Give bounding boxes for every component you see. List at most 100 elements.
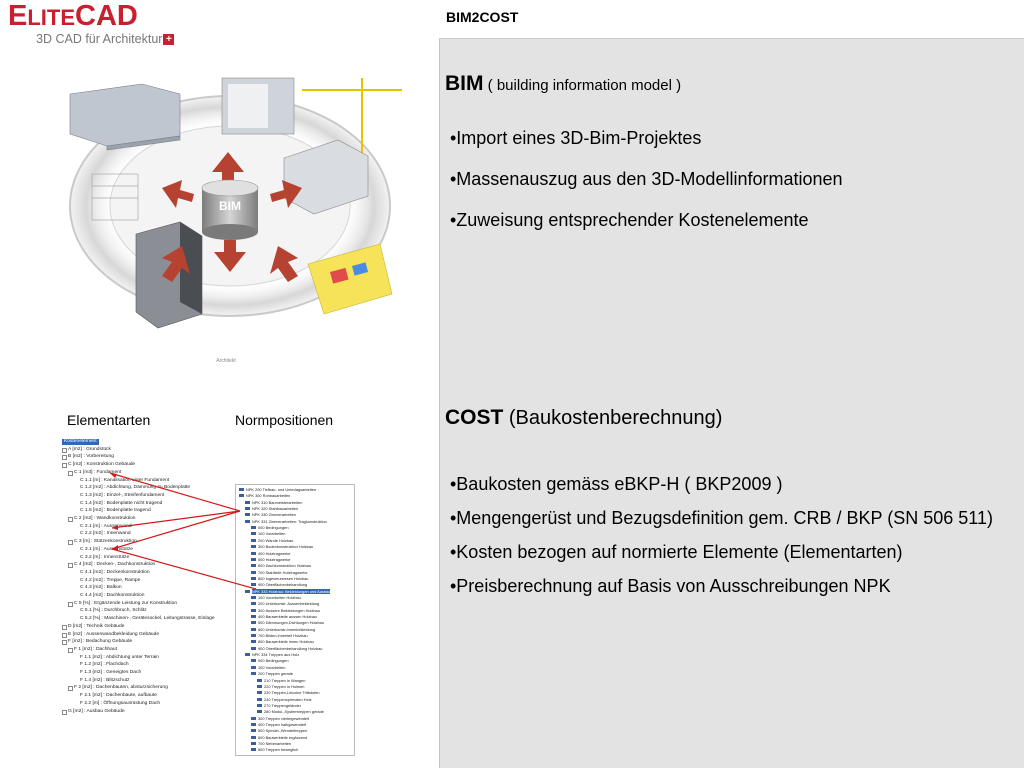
normposition-item[interactable]: NPK 333 Holzbau: Bekleidungen und Ausbau	[252, 588, 331, 594]
normposition-item[interactable]: 400 Treppen halbgewendelt	[258, 721, 307, 727]
normposition-item[interactable]: 100 Vorarbeiten	[258, 664, 286, 670]
tree-expander-icon[interactable]	[68, 647, 73, 653]
elementart-item[interactable]: C 4 [m2] : Decken-, Dachkonstruktion	[74, 562, 156, 568]
elementart-item[interactable]: C 4.4 [m2] : Dachkonstruktion	[80, 593, 145, 598]
elementart-item[interactable]: F 2 [m2] : Dachenbauten, absturzsicherun…	[74, 685, 168, 691]
normposition-item[interactable]: 500 Holztragwerke	[258, 556, 291, 562]
tree-expander-icon[interactable]	[62, 709, 67, 715]
elementart-item[interactable]: C 2.2 [m2] : Innenwand	[80, 531, 131, 537]
normposition-item[interactable]: 230 Treppen,Leicolne Trittstufen	[264, 690, 320, 696]
folder-icon	[251, 729, 256, 733]
normposition-item[interactable]: NPK 334 Treppen aus Holz	[252, 652, 300, 658]
elementart-item[interactable]: C 5.2 [%] : Maschinen-, Gerätesockel, Le…	[80, 616, 215, 622]
elementart-item[interactable]: C 5 [%] : Ergänzende Leistung zur Konstr…	[74, 600, 178, 606]
elementart-item[interactable]: F 2.1 [m2] : Dachenbaute, aufbaute	[80, 693, 157, 699]
normposition-item[interactable]: 220 Treppen in Holmen	[264, 683, 305, 689]
normposition-item[interactable]: 600 Unterkonstr.Innenbekleidung	[258, 626, 316, 632]
elementart-item[interactable]: C 2.1 [m] : Aussenwand	[80, 523, 132, 529]
elementart-item[interactable]: F [m2] : Bedachung Gebäude	[68, 639, 133, 645]
elementart-item[interactable]: F 1.2 [m2] : Flachdach	[80, 662, 129, 668]
elementart-item[interactable]: B [m2] : Vorbereitung	[68, 454, 114, 460]
elementart-item[interactable]: C 3.1 [m] : Aussenstütze	[80, 546, 134, 552]
office-building	[69, 83, 181, 151]
normposition-item[interactable]: NPK 310 Baumeisterarbeiten	[252, 499, 303, 505]
normposition-item[interactable]: 300 Äussere Bekleidungen Holzbau	[258, 607, 320, 613]
tree-expander-icon[interactable]	[62, 640, 67, 646]
normposition-item[interactable]: NPK 331 Zimmerarbeiten: Tragkonstruktion	[252, 518, 327, 524]
elementart-item[interactable]: C 4.2 [m2] : Treppe, Rampe	[80, 577, 141, 583]
elementart-item[interactable]: F 1.3 [m2] : Geneigtes Dach	[80, 670, 142, 675]
elementart-item[interactable]: E [m2] : Aussenwandbekleidung Gebäude	[68, 631, 160, 637]
normposition-item[interactable]: 100 Vorarbeiten	[258, 531, 286, 537]
normposition-item[interactable]: 800 Treppen beweglich	[258, 747, 299, 753]
elementart-item[interactable]: F 2.2 [m] : Öffnungsausrüstung Dach	[80, 700, 161, 706]
normposition-item[interactable]: 700 Nebenarbeiten	[258, 741, 292, 746]
elementart-item[interactable]: F 1.1 [m2] : Abdichtung unter Terrain	[80, 654, 160, 660]
folder-icon	[257, 710, 262, 714]
tree-expander-icon[interactable]	[68, 601, 73, 607]
folder-icon	[251, 722, 256, 726]
elementart-item[interactable]: C 1.5 [m2] : Bodenplatte tragend	[80, 508, 151, 514]
elementart-item[interactable]: C [m2] : Konstruktion Gebäude	[68, 462, 136, 468]
normposition-item[interactable]: 200 Wände Holzbau	[258, 537, 294, 543]
normposition-item[interactable]: 500 Dämmungen,Dichtungen Holzbau	[258, 620, 324, 626]
elementart-item[interactable]: C 5.1 [%] : Durchbruch, Schlitz	[80, 608, 147, 614]
normposition-item[interactable]: 500 Spindel-,Wendeltreppen	[258, 728, 308, 734]
elementart-item[interactable]: C 1.2 [m2] : Abdichtung, Dämmung zu Bode…	[80, 485, 191, 491]
normposition-item[interactable]: 400 Holztragwerke	[258, 550, 291, 556]
normposition-item[interactable]: 210 Treppen in Wangen	[264, 677, 306, 683]
tree-expander-icon[interactable]	[62, 455, 67, 461]
normposition-item[interactable]: 200 Treppen gerade	[258, 671, 294, 677]
tree-expander-icon[interactable]	[68, 686, 73, 692]
elementart-item[interactable]: C 1.4 [m2] : Bodenplatte nicht tragend	[80, 500, 163, 506]
normposition-item[interactable]: NPK 200 Tiefbau- und Unterlagsarbeiten	[246, 487, 317, 492]
elementart-item[interactable]: F 1 [m2] : Dachhaut	[74, 646, 117, 652]
normposition-item[interactable]: 000 Bedingungen	[258, 525, 289, 531]
elementart-item[interactable]: C 3.2 [m] : Innenstütze	[80, 554, 130, 560]
normposition-item[interactable]: 800 Ingenieurwesen Holzbau	[258, 575, 309, 581]
normposition-item[interactable]: 280 Modul-,Systemtreppen gerade	[264, 709, 324, 715]
elementart-item[interactable]: C 1.3 [m2] : Einzel-, Streifenfundament	[80, 492, 165, 498]
tree-expander-icon[interactable]	[62, 463, 67, 469]
normposition-item[interactable]: NPK 300 Rohbauarbeiten	[246, 493, 291, 499]
folder-icon	[251, 583, 256, 587]
elementart-item[interactable]: D [m2] : Technik Gebäude	[68, 623, 125, 629]
normposition-item[interactable]: 400 Bauwerkteile aussen Holzbau	[258, 614, 317, 619]
elementart-item[interactable]: Kostenelement	[62, 439, 99, 445]
normposition-item[interactable]: 100 Vorarbeiten Holzbau	[258, 594, 301, 600]
normposition-item[interactable]: NPK 320 Stahlbauarbeiten	[252, 506, 299, 512]
tree-expander-icon[interactable]	[68, 563, 73, 569]
normposition-item[interactable]: 900 Oberflächenbehandlung Holzbau	[258, 645, 323, 651]
normposition-item[interactable]: 270 Treppengeländer	[264, 702, 301, 708]
elementart-item[interactable]: C 1.1 [m] : Kanalisation unter Fundament	[80, 477, 170, 483]
tree-expander-icon[interactable]	[68, 540, 73, 546]
tree-expander-icon[interactable]	[62, 447, 67, 453]
normposition-item[interactable]: 600 Bauwerkteile ergänzend	[258, 734, 308, 740]
normposition-item[interactable]: 200 Unterkonstr. Aussenbekleidung	[258, 601, 320, 607]
normposition-item[interactable]: 600 Dachkonstruktion Holzbau	[258, 563, 311, 569]
folder-icon	[239, 494, 244, 498]
tree-expander-icon[interactable]	[68, 470, 73, 476]
tree-expander-icon[interactable]	[68, 517, 73, 522]
tree-expander-icon[interactable]	[62, 632, 67, 638]
elementart-item[interactable]: A [m2] : Grundstück	[68, 446, 111, 452]
normposition-item[interactable]: 240 Treppenspirmalen Holz	[264, 696, 312, 702]
elementart-item[interactable]: C 3 [m] : Stützenkonstruktion	[74, 539, 137, 545]
normposition-item[interactable]: 300 Bodenkonstruktion Holzbau	[258, 544, 314, 550]
elementart-item[interactable]: C 2 [m2] : Wandkonstruktion	[74, 516, 136, 521]
normposition-item[interactable]: 700 Stahlteile Holztragwerke	[258, 569, 308, 575]
elementart-item[interactable]: G [m2] : Ausbau Gebäude	[68, 708, 125, 714]
normposition-item[interactable]: NPK 330 Zimmerarbeiten	[252, 512, 296, 518]
elementart-item[interactable]: F 1.4 [m2] : Blitzschutz	[80, 677, 130, 683]
tree-expander-icon[interactable]	[62, 624, 67, 630]
elementart-item[interactable]: C 1 [m3] : Fundament	[74, 469, 122, 475]
normposition-item[interactable]: 000 Bedingungen	[258, 658, 289, 664]
normposition-item[interactable]: 900 Oberflächenbehandlung	[258, 582, 308, 588]
normposition-item[interactable]: 700 Bilden,Innenteil Holzbau	[258, 633, 308, 639]
segment-label: Architekt	[216, 358, 236, 364]
normposition-item[interactable]: 800 Bauwerkteile innen Holzbau	[258, 639, 314, 645]
logo-wordmark: ELITECAD	[8, 0, 138, 32]
elementart-item[interactable]: C 4.3 [m2] : Balkon	[80, 585, 122, 591]
elementart-item[interactable]: C 4.1 [m2] : Deckenkonstruktion	[80, 569, 150, 575]
normposition-item[interactable]: 300 Treppen viertelgewendelt	[258, 715, 310, 721]
